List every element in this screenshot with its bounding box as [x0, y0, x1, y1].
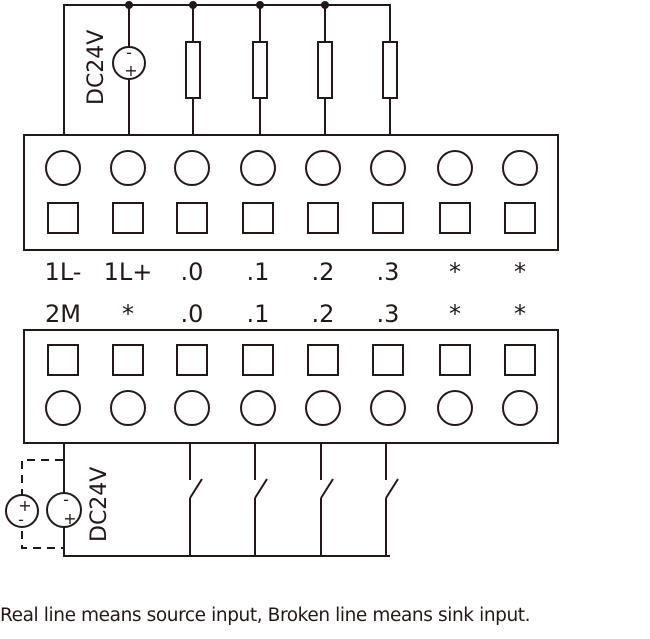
terminal-slot-3 [242, 344, 274, 376]
input-supply-voltage-label: DC24V [87, 467, 112, 542]
terminal-screw-5 [370, 150, 406, 186]
terminal-slot-0 [47, 344, 79, 376]
switch-icon [254, 443, 268, 556]
input-terminal-label: .0 [181, 300, 204, 328]
terminal-slot-3 [242, 202, 274, 234]
terminal-screw-1 [110, 150, 146, 186]
junction-dot [321, 1, 329, 9]
terminal-screw-4 [305, 390, 341, 426]
terminal-screw-7 [502, 390, 538, 426]
top-bus-wire [63, 4, 391, 135]
output-wiring: - + DC24V [63, 1, 398, 135]
load-resistor-icon [252, 41, 268, 99]
junction-dot [256, 1, 264, 9]
output-terminal-labels: 1L- 1L+ .0 .1 .2 .3 * * [45, 258, 526, 286]
legend-caption: Real line means source input, Broken lin… [0, 605, 531, 626]
terminal-screw-0 [45, 390, 81, 426]
output-terminal-label: .0 [181, 258, 204, 286]
terminal-screw-2 [174, 390, 210, 426]
junction-dot [125, 1, 133, 9]
supply-plus-sign: + [124, 61, 137, 80]
input-wiring: - + + - DC24V [5, 443, 399, 557]
switch-icon [189, 443, 203, 556]
terminal-screw-6 [437, 150, 473, 186]
terminal-slot-4 [307, 202, 339, 234]
supply-voltage-label: DC24V [84, 30, 109, 105]
supply-minus-sign: - [126, 43, 132, 62]
terminal-screw-3 [240, 150, 276, 186]
load-resistor-icon [382, 41, 398, 99]
common-wire [63, 443, 390, 557]
input-terminal-label: * [514, 300, 526, 328]
terminal-slot-5 [372, 202, 404, 234]
input-terminal-label: .1 [247, 300, 270, 328]
source-supply-plus-sign: + [63, 509, 76, 528]
sink-supply-plus-sign: + [18, 496, 31, 515]
sink-dc-supply-icon [5, 494, 39, 528]
dc-supply-icon [112, 46, 146, 80]
terminal-slot-0 [47, 202, 79, 234]
output-terminal-label: .1 [247, 258, 270, 286]
input-terminal-label: .2 [312, 300, 335, 328]
terminal-slot-6 [439, 344, 471, 376]
input-terminal-labels: 2M * .0 .1 .2 .3 * * [45, 300, 526, 328]
terminal-slot-2 [176, 202, 208, 234]
source-supply-minus-sign: - [63, 490, 69, 509]
output-terminal-label: 1L- [45, 258, 82, 286]
output-terminal-label: * [514, 258, 526, 286]
output-terminal-label: * [449, 258, 461, 286]
terminal-slot-6 [439, 202, 471, 234]
terminal-block-frame [23, 134, 559, 251]
sink-supply-minus-sign: - [18, 510, 24, 529]
terminal-slot-2 [176, 344, 208, 376]
terminal-screw-2 [174, 150, 210, 186]
load-resistor-icon [185, 41, 201, 99]
input-terminal-label: .3 [377, 300, 400, 328]
output-terminal-label: 1L+ [104, 258, 153, 286]
load-resistor-icon [317, 41, 333, 99]
terminal-slot-4 [307, 344, 339, 376]
terminal-slot-5 [372, 344, 404, 376]
terminal-slot-1 [112, 344, 144, 376]
input-terminal-label: * [449, 300, 461, 328]
terminal-screw-5 [370, 390, 406, 426]
terminal-slot-7 [504, 202, 536, 234]
terminal-slot-7 [504, 344, 536, 376]
terminal-screw-6 [437, 390, 473, 426]
terminal-screw-0 [45, 150, 81, 186]
output-terminal-label: .2 [312, 258, 335, 286]
switch-icon [320, 443, 334, 556]
output-terminal-block [23, 134, 559, 251]
output-terminal-label: .3 [377, 258, 400, 286]
terminal-screw-7 [502, 150, 538, 186]
input-terminal-block [23, 329, 559, 444]
input-terminal-label: * [122, 300, 134, 328]
input-terminal-label: 2M [45, 300, 81, 328]
terminal-screw-3 [240, 390, 276, 426]
terminal-block-frame [23, 329, 559, 444]
switch-icon [385, 443, 399, 556]
source-dc-supply-icon [46, 492, 82, 528]
junction-dot [189, 1, 197, 9]
terminal-screw-4 [305, 150, 341, 186]
terminal-screw-1 [110, 390, 146, 426]
terminal-slot-1 [112, 202, 144, 234]
